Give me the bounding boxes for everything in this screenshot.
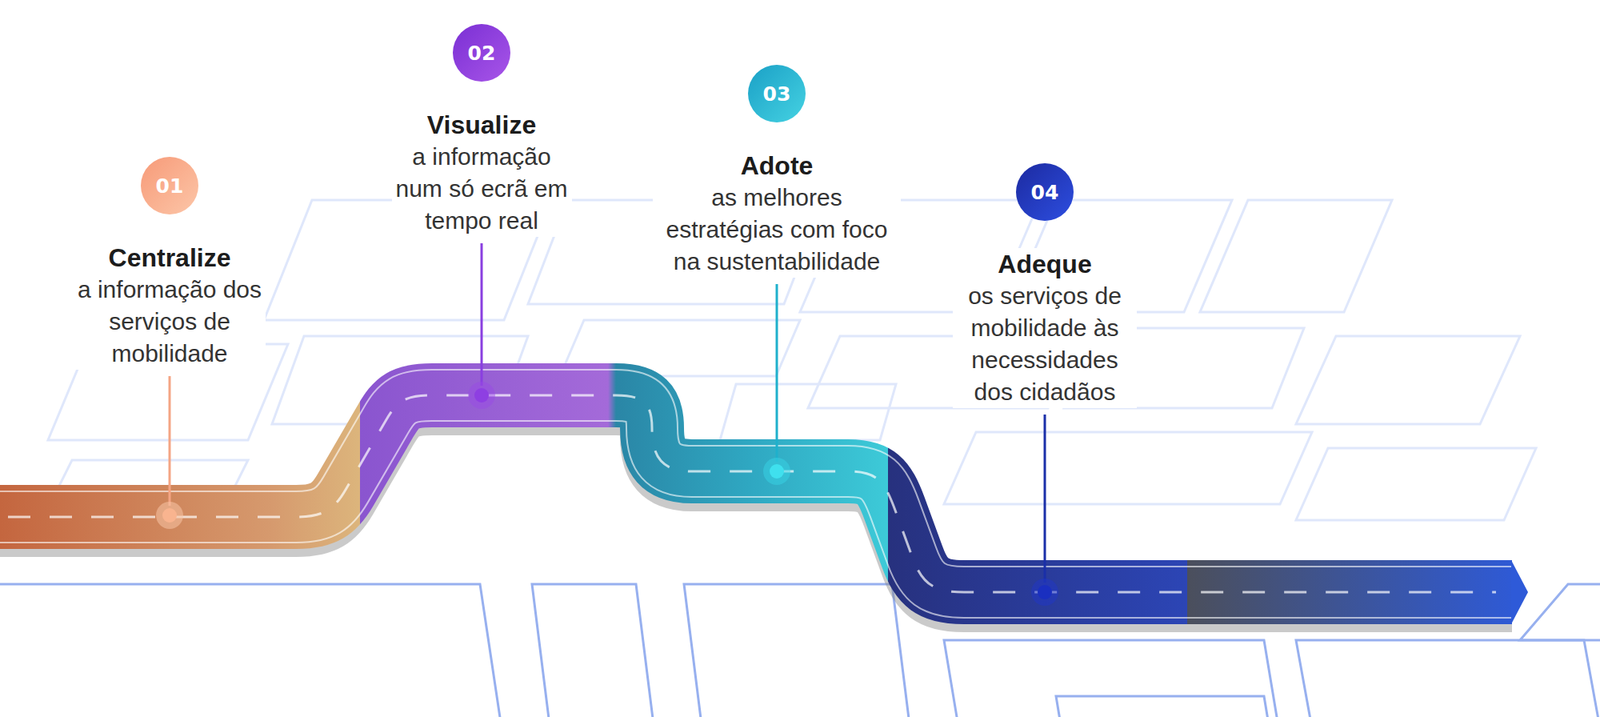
roadmap-step: 02Visualizea informação num só ecrã em t… bbox=[392, 24, 572, 237]
city-block bbox=[1296, 640, 1600, 717]
city-block bbox=[1056, 696, 1272, 717]
city-block bbox=[1520, 584, 1600, 640]
marker-halo bbox=[156, 501, 184, 529]
step-heading: Centralize bbox=[105, 241, 235, 274]
roadmap-step: 01Centralizea informação dos serviços de… bbox=[73, 156, 266, 370]
city-block bbox=[1200, 200, 1392, 312]
leader-line bbox=[776, 284, 779, 462]
city-block bbox=[532, 584, 656, 717]
road-surface bbox=[0, 395, 1512, 592]
city-block bbox=[944, 432, 1312, 504]
roadmap-step: 04Adequeos serviços de mobilidade às nec… bbox=[952, 163, 1137, 408]
leader-line bbox=[168, 376, 172, 506]
step-number: 01 bbox=[140, 156, 199, 215]
step-description: os serviços de mobilidade às necessidade… bbox=[952, 280, 1137, 408]
marker-dot bbox=[1037, 584, 1052, 600]
marker-dot bbox=[474, 388, 489, 403]
city-block bbox=[684, 584, 912, 717]
road bbox=[0, 395, 1528, 624]
marker-halo bbox=[763, 457, 791, 485]
marker-halo bbox=[1031, 578, 1059, 606]
marker-dot bbox=[162, 508, 177, 523]
city-block bbox=[1296, 336, 1520, 424]
step-heading: Visualize bbox=[424, 108, 540, 141]
step-heading: Adeque bbox=[994, 248, 1095, 280]
city-block bbox=[1296, 448, 1536, 520]
marker-halo bbox=[468, 381, 496, 409]
road-edge-line bbox=[0, 395, 1512, 592]
road-arrow-tip bbox=[1511, 560, 1528, 624]
roadmap-step: 03Adoteas melhores estratégias com foco … bbox=[652, 64, 901, 278]
step-heading: Adote bbox=[737, 149, 817, 182]
step-description: a informação dos serviços de mobilidade bbox=[73, 273, 266, 370]
city-block bbox=[944, 640, 1280, 717]
road-dashes bbox=[8, 395, 1496, 592]
step-number: 02 bbox=[452, 24, 511, 82]
step-description: as melhores estratégias com foco na sust… bbox=[652, 181, 901, 278]
step-number: 04 bbox=[1016, 163, 1074, 221]
marker-dot bbox=[769, 464, 784, 479]
leader-line bbox=[480, 243, 484, 386]
leader-lines bbox=[169, 243, 1045, 583]
step-description: a informação num só ecrã em tempo real bbox=[392, 140, 572, 237]
city-block bbox=[0, 584, 504, 717]
road-markers bbox=[156, 381, 1059, 606]
leader-line bbox=[1044, 414, 1047, 583]
city-block bbox=[720, 384, 896, 440]
road-surface bbox=[0, 395, 1512, 592]
step-number: 03 bbox=[748, 64, 806, 123]
